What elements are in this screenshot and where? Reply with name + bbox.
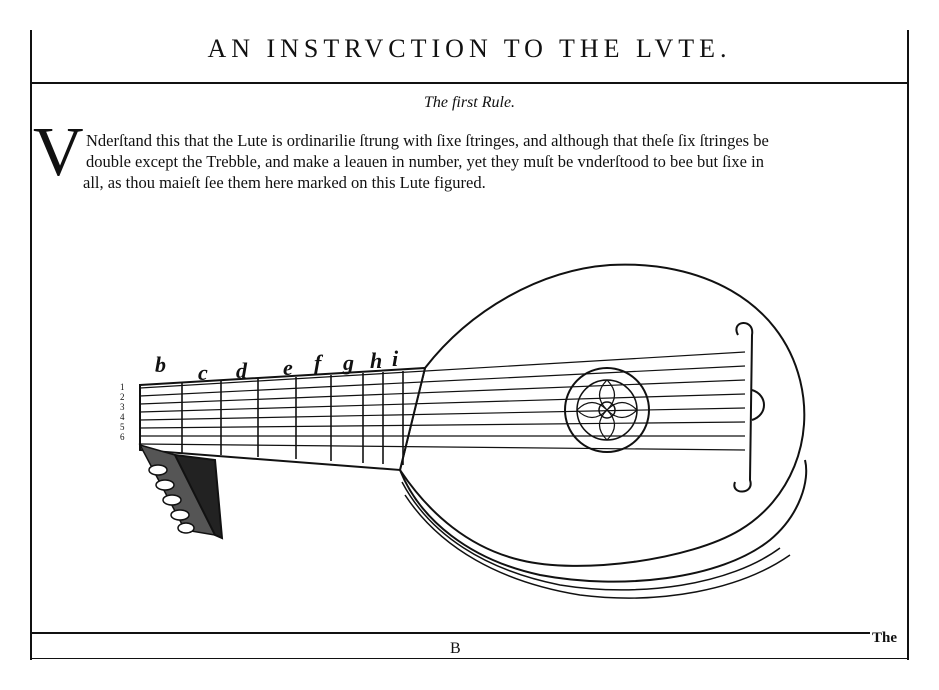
string-number: 3	[120, 402, 125, 412]
page-header-title: AN INSTRVCTION TO THE LVTE.	[207, 34, 732, 63]
drop-cap: V	[33, 114, 84, 191]
paragraph-line-1: Nderſtand this that the Lute is ordinari…	[86, 131, 769, 150]
bottom-rule	[30, 658, 909, 659]
string-number-labels: 1 2 3 4 5 6	[120, 382, 134, 442]
paragraph-line-3: all, as thou maieſt ſee them here marked…	[83, 173, 486, 192]
body-paragraph: Nderſtand this that the Lute is ordinari…	[83, 130, 906, 193]
lute-frets	[181, 371, 404, 465]
footer-rule	[30, 632, 870, 634]
rule-heading: The first Rule.	[423, 94, 516, 111]
string-number: 6	[120, 432, 125, 442]
frame-left-rule	[30, 30, 32, 660]
lute-strings	[139, 351, 746, 451]
string-number: 5	[120, 422, 125, 432]
lute-body-side	[399, 459, 808, 583]
string-number: 4	[120, 412, 125, 422]
lute-bridge	[733, 322, 765, 493]
string-number: 2	[120, 392, 125, 402]
frame-right-rule	[907, 30, 909, 660]
signature-mark: B	[450, 640, 461, 657]
paragraph-line-2: double except the Trebble, and make a le…	[86, 152, 764, 171]
header-bottom-rule	[30, 82, 909, 84]
string-number: 1	[120, 382, 125, 392]
lute-rose	[564, 367, 650, 453]
catchword: The	[872, 630, 898, 646]
